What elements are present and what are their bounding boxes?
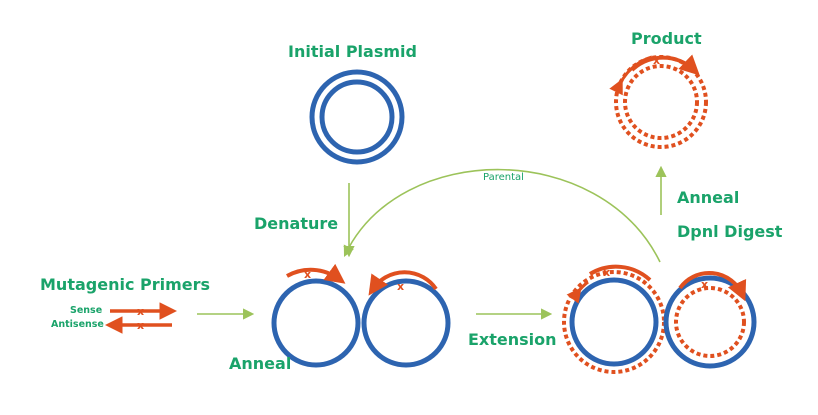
mutagenic-primers-label: Mutagenic Primers — [40, 275, 211, 294]
denature-label: Denature — [254, 214, 339, 233]
anneal-bottom-label: Anneal — [229, 354, 292, 373]
svg-text:x: x — [137, 305, 144, 318]
extension-label: Extension — [468, 330, 557, 349]
svg-text:x: x — [653, 54, 660, 67]
product-label: Product — [631, 29, 702, 48]
extended-strand-1: x — [562, 264, 666, 374]
initial-plasmid — [309, 69, 405, 165]
svg-text:x: x — [397, 280, 404, 293]
initial-plasmid-label: Initial Plasmid — [288, 42, 417, 61]
antisense-label: Antisense — [51, 319, 104, 330]
svg-text:x: x — [137, 319, 144, 332]
svg-text:x: x — [304, 268, 311, 281]
sense-label: Sense — [70, 305, 103, 316]
antisense-primer: x — [105, 316, 172, 334]
svg-text:x: x — [701, 278, 708, 291]
sense-primer: x — [110, 302, 177, 320]
annealed-strand-2: x — [361, 270, 451, 368]
annealed-strand-1: x — [271, 263, 361, 368]
product-plasmid: x — [609, 54, 708, 149]
svg-text:x: x — [603, 266, 610, 279]
dpnl-digest-label: Dpnl Digest — [677, 222, 783, 241]
anneal-right-label: Anneal — [677, 188, 740, 207]
parental-label: Parental — [483, 172, 524, 183]
parental-arc — [343, 168, 661, 263]
extended-strand-2: x — [663, 270, 757, 369]
